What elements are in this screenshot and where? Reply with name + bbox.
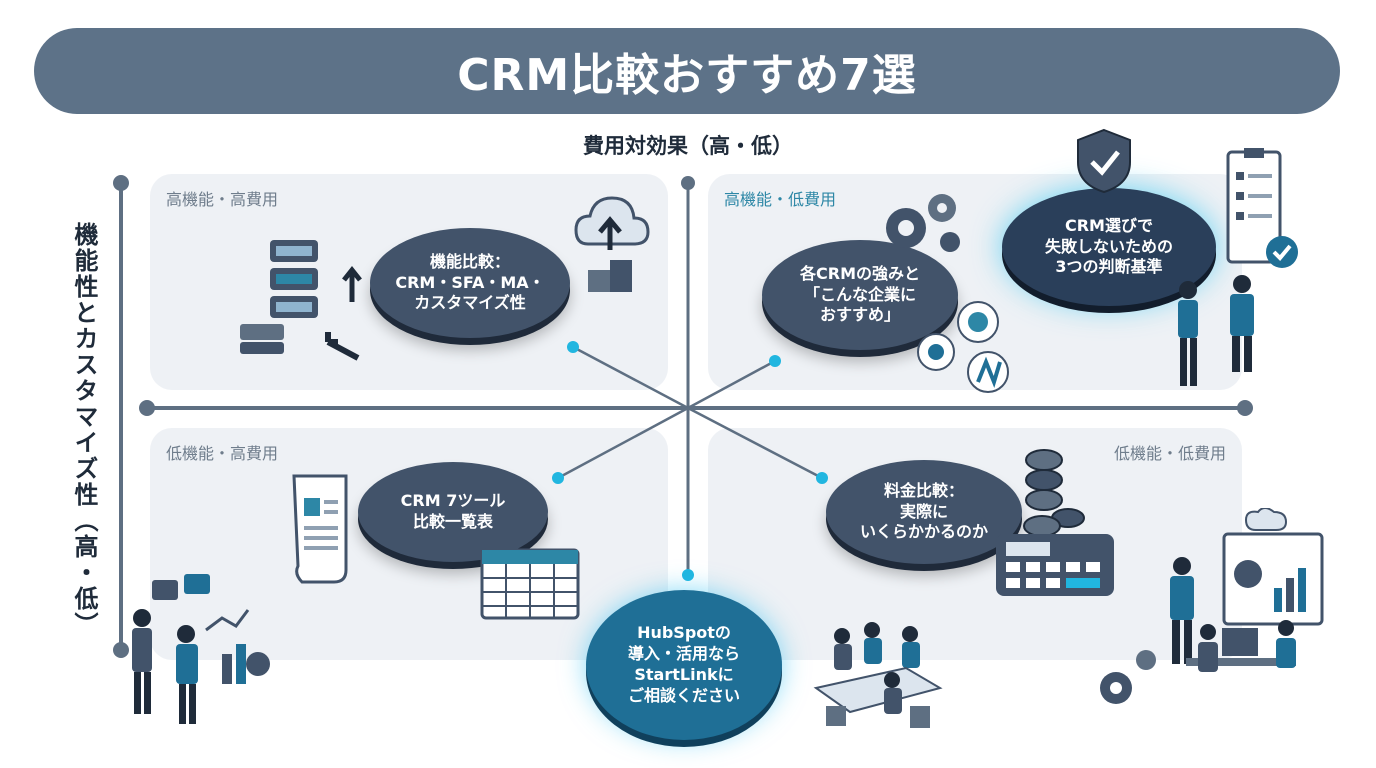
- callout-label: CRM選びで 失敗しないための 3つの判断基準: [1044, 215, 1173, 277]
- presenters-chart-icon: [132, 574, 270, 724]
- connector-dot: [816, 472, 828, 484]
- center-line-dot: [681, 176, 695, 190]
- y-axis-label: 機能性とカスタマイズ性（高・低）: [70, 222, 98, 638]
- x-axis-end-dot: [1237, 400, 1253, 416]
- topic-function-comparison[interactable]: 機能比較： CRM・SFA・MA・ カスタマイズ性: [370, 228, 570, 338]
- y-axis-end-dot: [113, 175, 129, 191]
- page-title: CRM比較おすすめ7選: [457, 50, 917, 101]
- topic-comparison-table[interactable]: CRM 7ツール 比較一覧表: [358, 462, 548, 562]
- connector-line: [557, 406, 689, 480]
- y-axis-end-dot: [113, 642, 129, 658]
- cta-consultation[interactable]: HubSpotの 導入・活用なら StartLinkに ご相談ください: [586, 590, 782, 740]
- clipboard-checklist-icon: [1226, 148, 1298, 268]
- topic-label: 各CRMの強みと 「こんな企業に おすすめ」: [800, 263, 920, 325]
- gear-icon: [886, 194, 960, 252]
- topic-label: 機能比較： CRM・SFA・MA・ カスタマイズ性: [395, 251, 545, 313]
- document-scroll-icon: [292, 474, 348, 584]
- connector-line: [687, 359, 776, 410]
- topic-price-comparison[interactable]: 料金比較： 実際に いくらかかるのか: [826, 460, 1022, 564]
- connector-dot: [552, 472, 564, 484]
- calculator-icon: [996, 534, 1114, 596]
- title-bar: CRM比較おすすめ7選: [34, 28, 1340, 114]
- shield-check-icon: [1077, 128, 1131, 194]
- meeting-table-icon: [813, 622, 943, 728]
- server-stack-icon: [240, 240, 362, 361]
- x-axis-label: 費用対効果（高・低）: [583, 134, 793, 158]
- connector-line: [572, 345, 689, 410]
- business-people-icon: [1178, 275, 1254, 386]
- quadrant-label: 高機能・低費用: [724, 190, 837, 209]
- topic-crm-strengths[interactable]: 各CRMの強みと 「こんな企業に おすすめ」: [762, 240, 958, 350]
- analytics-team-icon: [1100, 508, 1324, 704]
- cloud-upload-icon: [574, 196, 650, 292]
- quadrant-label: 低機能・高費用: [166, 444, 279, 463]
- connector-dot: [682, 569, 694, 581]
- quadrant-label: 低機能・低費用: [1113, 444, 1226, 463]
- spreadsheet-icon: [480, 548, 580, 620]
- connector-line: [687, 406, 823, 480]
- coin-stack-icon: [1023, 449, 1085, 537]
- app-logo-icons: [917, 301, 1009, 393]
- topic-label: CRM 7ツール 比較一覧表: [400, 491, 506, 531]
- topic-label: 料金比較： 実際に いくらかかるのか: [859, 480, 988, 542]
- connector-dot: [769, 355, 781, 367]
- quadrant-label: 高機能・高費用: [166, 190, 279, 209]
- connector-dot: [567, 341, 579, 353]
- x-axis-end-dot: [139, 400, 155, 416]
- cta-label: HubSpotの 導入・活用なら StartLinkに ご相談ください: [627, 623, 740, 705]
